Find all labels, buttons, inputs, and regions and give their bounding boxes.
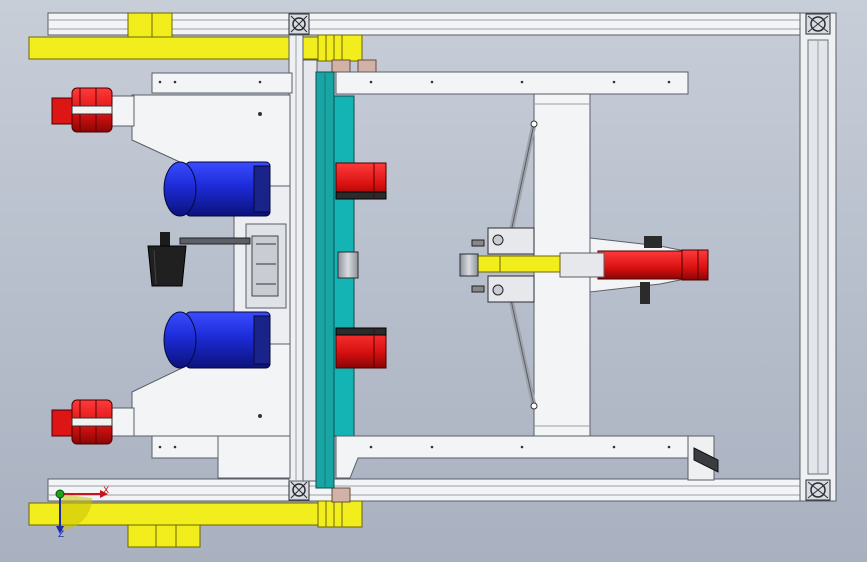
left-frame-post[interactable]: [288, 34, 318, 482]
caster-wheel-icon[interactable]: [51, 87, 135, 133]
bearing-assembly: [471, 227, 535, 303]
caster-wheel-icon[interactable]: [51, 399, 135, 445]
red-clamp-cylinder[interactable]: [559, 236, 709, 304]
lower-slide-rail[interactable]: [335, 435, 719, 481]
upper-slide-rail[interactable]: [335, 71, 689, 95]
corner-bracket-top-left: [288, 13, 310, 35]
yellow-push-arm[interactable]: [459, 253, 561, 277]
red-clamp-block-upper[interactable]: [335, 162, 387, 200]
corner-bracket-top-right: [805, 13, 831, 35]
teal-clamp-plate[interactable]: [315, 71, 355, 489]
pink-spacer-top-a: [331, 59, 351, 73]
steel-bushing: [337, 251, 359, 279]
red-clamp-block-lower[interactable]: [335, 327, 387, 369]
yellow-top-beam[interactable]: [28, 12, 363, 62]
pink-spacer-top-b: [357, 59, 377, 73]
corner-bracket-bottom-right: [805, 479, 831, 501]
coordinate-triad-icon: [55, 489, 108, 534]
axis-z-label: Z: [58, 530, 65, 540]
bucket-icon: [147, 232, 187, 287]
diagonal-support-rods: [505, 120, 538, 410]
bottom-frame-rail[interactable]: [47, 478, 837, 502]
right-frame-post[interactable]: [799, 12, 837, 502]
pink-spacer-bottom: [331, 487, 351, 503]
yellow-bottom-beam[interactable]: [28, 500, 363, 548]
blue-motor-upper[interactable]: [163, 161, 271, 217]
axis-x-label: X: [103, 486, 110, 496]
corner-bracket-bottom-left: [288, 479, 310, 501]
blue-motor-lower[interactable]: [163, 311, 271, 369]
